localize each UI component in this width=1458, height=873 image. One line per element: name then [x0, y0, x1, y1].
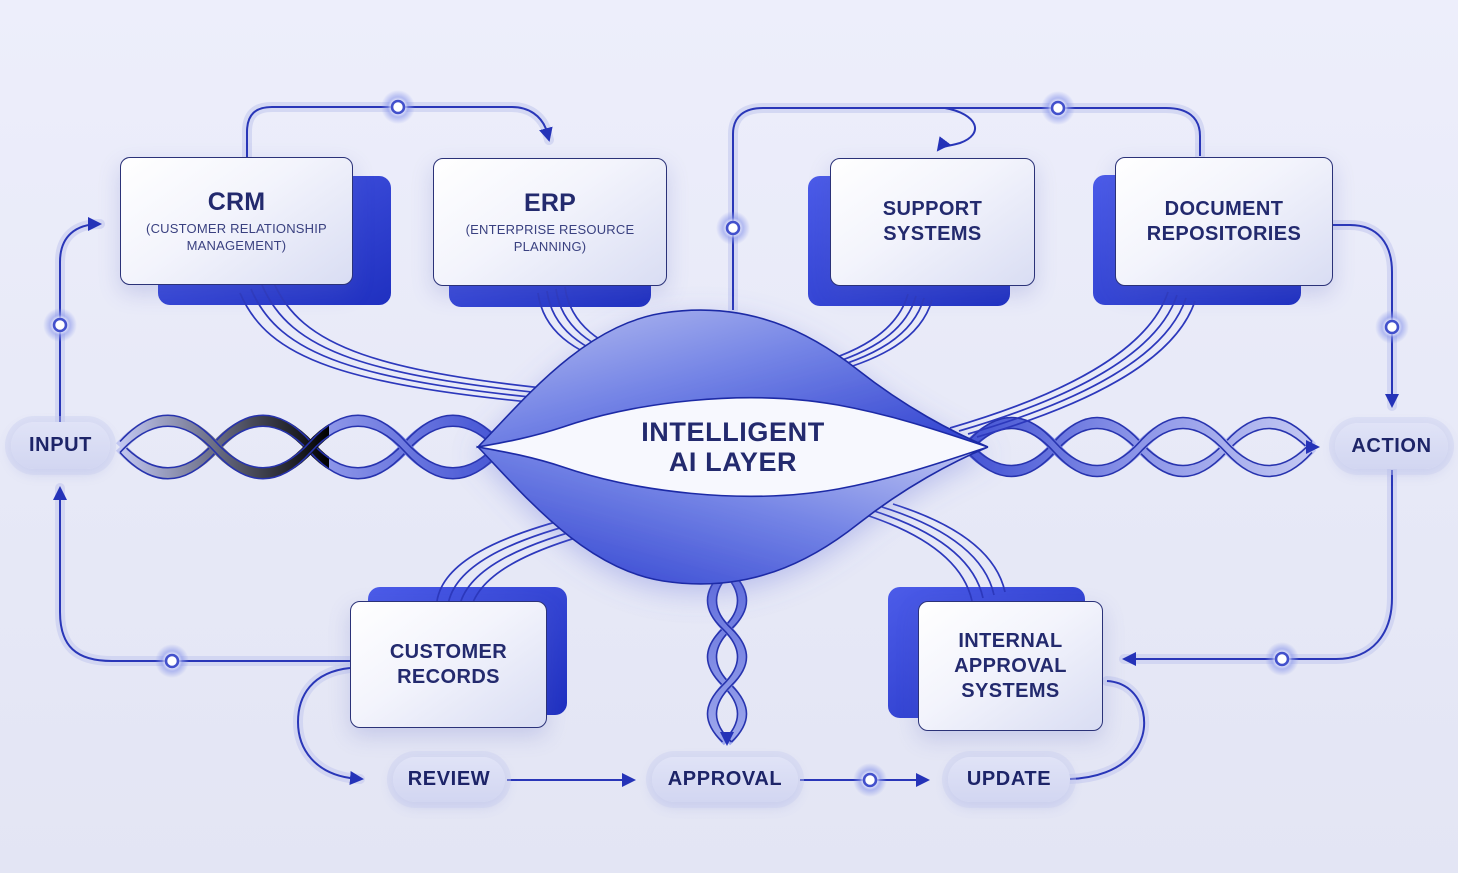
update-pill: UPDATE [948, 757, 1070, 802]
review-pill: REVIEW [393, 757, 505, 802]
connector-update-to-internal [1069, 680, 1146, 780]
connector-records-to-input [53, 486, 350, 662]
customer-records-box: CUSTOMER RECORDS [350, 601, 547, 728]
connector-action-to-internal [1122, 470, 1393, 666]
helix-approval [706, 572, 748, 744]
connector-records-to-review [296, 667, 364, 785]
approval-pill: APPROVAL [652, 757, 798, 802]
erp-box: ERP (ENTERPRISE RESOURCE PLANNING) [433, 158, 667, 286]
erp-subtitle: (ENTERPRISE RESOURCE PLANNING) [465, 222, 635, 255]
connector-center-to-documents [732, 107, 1201, 310]
braid-input [120, 414, 500, 480]
connector-hook-to-support [936, 107, 977, 152]
internal-approval-systems-title: INTERNAL APPROVAL SYSTEMS [954, 629, 1067, 702]
action-pill: ACTION [1335, 423, 1448, 469]
ai-layer-label: INTELLIGENT AI LAYER [593, 417, 873, 477]
glow-nodes [43, 90, 1409, 797]
support-systems-title: SUPPORT SYSTEMS [882, 198, 983, 245]
input-pill: INPUT [11, 422, 110, 469]
thread-bundles [239, 280, 1196, 614]
ai-layer-label-line2: AI LAYER [668, 447, 798, 478]
glow-node [1041, 91, 1075, 125]
connector-input-to-crm [59, 217, 102, 424]
crm-subtitle: (CUSTOMER RELATIONSHIP MANAGEMENT) [146, 221, 327, 254]
glow-node [155, 644, 189, 678]
document-repositories-title: DOCUMENT REPOSITORIES [1146, 197, 1302, 245]
glow-node [1375, 310, 1409, 344]
ai-layer-top-lobe [475, 309, 989, 449]
crm-box: CRM (CUSTOMER RELATIONSHIP MANAGEMENT) [120, 157, 353, 285]
crm-title: CRM [207, 187, 266, 216]
internal-approval-systems-box: INTERNAL APPROVAL SYSTEMS [918, 601, 1103, 731]
glow-node [1265, 642, 1299, 676]
erp-title: ERP [523, 188, 576, 217]
wires [53, 106, 1399, 787]
connector-documents-to-action [1333, 224, 1399, 408]
glow-node [716, 211, 750, 245]
ai-layer-core [478, 397, 988, 497]
support-systems-box: SUPPORT SYSTEMS [830, 158, 1035, 286]
ai-layer-bottom-lobe [475, 445, 989, 585]
braid-action [968, 416, 1320, 478]
glow-node [381, 90, 415, 124]
customer-records-title: CUSTOMER RECORDS [389, 640, 508, 688]
glow-node [43, 308, 77, 342]
ai-layer-label-line1: INTELLIGENT [641, 417, 825, 447]
glow-node [853, 763, 887, 797]
document-repositories-box: DOCUMENT REPOSITORIES [1115, 157, 1333, 286]
ai-layer-shape [475, 309, 989, 585]
